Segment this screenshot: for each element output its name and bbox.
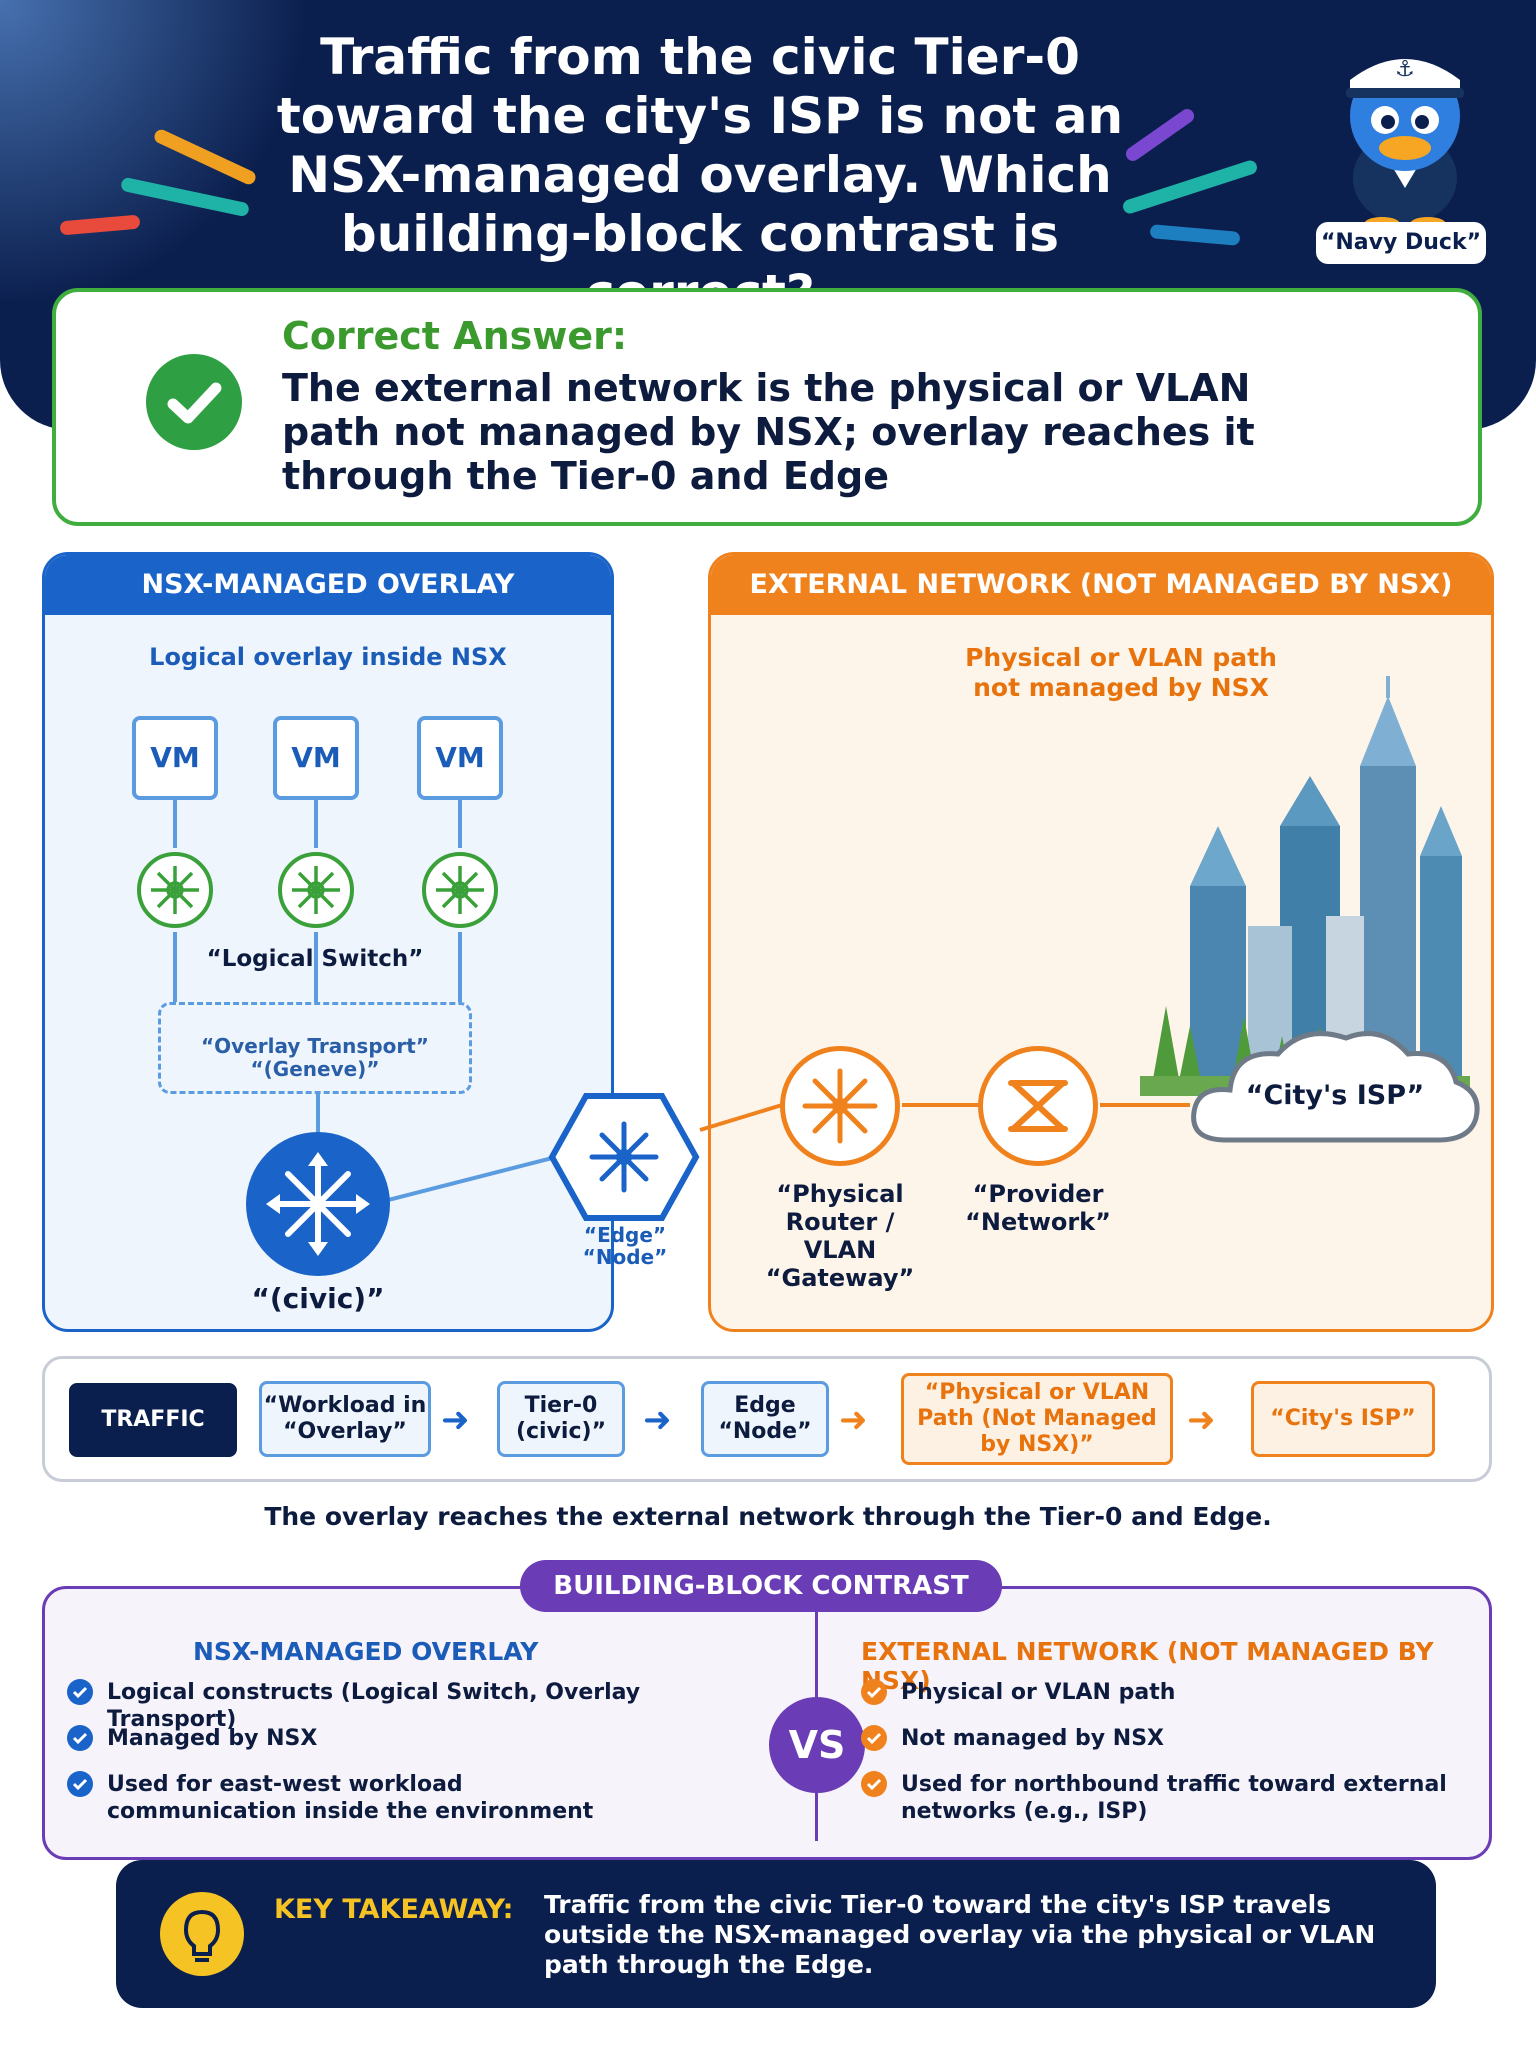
- external-panel-heading: EXTERNAL NETWORK (NOT MANAGED BY NSX): [711, 555, 1491, 615]
- arrow-right-icon: ➜: [839, 1400, 868, 1440]
- vm-box: VM: [132, 716, 218, 800]
- external-subtitle-line: Physical or VLAN path: [965, 643, 1277, 672]
- city-isp-label: “City's ISP”: [1245, 1080, 1425, 1111]
- mascot-label: “Navy Duck”: [1316, 222, 1486, 264]
- contrast-right-item: Used for northbound traffic toward exter…: [861, 1771, 1461, 1825]
- tier0-label: “(civic)”: [251, 1282, 385, 1315]
- path-step-line: “Physical or VLAN: [924, 1380, 1150, 1405]
- path-step-isp: “City's ISP”: [1251, 1381, 1435, 1457]
- path-step-tier0: Tier-0(civic)”: [497, 1381, 625, 1457]
- page-title: Traffic from the civic Tier-0 toward the…: [276, 28, 1124, 322]
- external-subtitle-line: not managed by NSX: [973, 673, 1269, 702]
- path-step-workload: “Workload in“Overlay”: [259, 1381, 431, 1457]
- overlay-panel-subtitle: Logical overlay inside NSX: [149, 643, 507, 671]
- contrast-card: VS NSX-MANAGED OVERLAY Logical construct…: [42, 1586, 1492, 1860]
- contrast-tag: BUILDING-BLOCK CONTRAST: [520, 1560, 1002, 1612]
- arrow-right-icon: ➜: [1187, 1400, 1216, 1440]
- physical-router-label-line: “Physical: [776, 1180, 904, 1208]
- key-takeaway-label: KEY TAKEAWAY:: [274, 1894, 514, 1925]
- lightbulb-icon: [160, 1892, 244, 1976]
- provider-network-label-line: “Network”: [965, 1208, 1111, 1236]
- edge-node-icon: [548, 1093, 700, 1221]
- contrast-right-item: Not managed by NSX: [861, 1725, 1461, 1752]
- contrast-right-item-text: Not managed by NSX: [901, 1726, 1165, 1751]
- path-step-line: “City's ISP”: [1270, 1406, 1416, 1431]
- switch-icon: [278, 852, 354, 928]
- switch-icon: [137, 852, 213, 928]
- check-icon: [861, 1679, 887, 1705]
- path-step-line: “Node”: [718, 1419, 812, 1444]
- answer-card: Correct Answer: The external network is …: [52, 288, 1482, 526]
- tier0-router-icon: [246, 1132, 390, 1276]
- edge-node-label-line: “Node”: [582, 1245, 668, 1269]
- check-icon: [67, 1771, 93, 1797]
- check-icon: [67, 1679, 93, 1705]
- physical-router-label-line: “Gateway”: [765, 1264, 915, 1292]
- traffic-path-bar: TRAFFIC PATH “Workload in“Overlay” ➜ Tie…: [42, 1356, 1492, 1506]
- overlay-transport-box: “Overlay Transport” “(Geneve)”: [158, 1002, 472, 1094]
- check-icon: [146, 354, 242, 450]
- physical-router-label: “Physical Router / VLAN “Gateway”: [752, 1180, 928, 1292]
- path-step-line: (civic)”: [515, 1419, 607, 1444]
- edge-node-label: “Edge” “Node”: [562, 1224, 688, 1268]
- arrow-right-icon: ➜: [643, 1400, 672, 1440]
- arrow-right-icon: ➜: [441, 1400, 470, 1440]
- contrast-left-heading: NSX-MANAGED OVERLAY: [193, 1637, 539, 1666]
- path-step-line: by NSX)”: [980, 1432, 1094, 1457]
- contrast-left-item: Logical constructs (Logical Switch, Over…: [67, 1679, 747, 1733]
- check-icon: [861, 1771, 887, 1797]
- path-step-line: “Overlay”: [283, 1419, 407, 1444]
- contrast-left-item-text: Managed by NSX: [107, 1726, 318, 1751]
- header-banner: Traffic from the civic Tier-0 toward the…: [0, 0, 1536, 430]
- path-step-line: Path (Not Managed: [917, 1406, 1157, 1431]
- answer-text: The external network is the physical or …: [282, 366, 1255, 498]
- contrast-right-item: Physical or VLAN path: [861, 1679, 1461, 1706]
- key-takeaway-text: Traffic from the civic Tier-0 toward the…: [544, 1890, 1376, 1979]
- vm-box: VM: [273, 716, 359, 800]
- traffic-path-caption: The overlay reaches the external network…: [264, 1502, 1272, 1531]
- halftone-decoration: [0, 0, 320, 300]
- path-step-line: Tier-0: [524, 1393, 598, 1418]
- switch-icon: [422, 852, 498, 928]
- path-step-line: “Workload in: [263, 1393, 427, 1418]
- check-icon: [861, 1725, 887, 1751]
- logical-switch-label: “Logical Switch”: [206, 946, 424, 972]
- contrast-left-item: Managed by NSX: [67, 1725, 747, 1752]
- router-icon: [780, 1046, 900, 1166]
- path-step-edge: Edge“Node”: [701, 1381, 829, 1457]
- overlay-panel-heading: NSX-MANAGED OVERLAY: [45, 555, 611, 615]
- svg-text:⚓: ⚓: [1395, 57, 1415, 82]
- vs-badge: VS: [769, 1697, 865, 1793]
- edge-node-label-line: “Edge”: [583, 1223, 667, 1247]
- contrast-right-item-text: Used for northbound traffic toward exter…: [901, 1772, 1447, 1824]
- path-step-line: Edge: [734, 1393, 796, 1418]
- key-takeaway-card: KEY TAKEAWAY: Traffic from the civic Tie…: [116, 1860, 1436, 2008]
- provider-network-label-line: “Provider: [972, 1180, 1104, 1208]
- overlay-transport-label: “Overlay Transport”: [201, 1034, 429, 1058]
- answer-label: Correct Answer:: [282, 314, 628, 358]
- overlay-transport-protocol: “(Geneve)”: [250, 1057, 380, 1081]
- physical-router-label-line: VLAN: [803, 1236, 877, 1264]
- provider-network-label: “Provider “Network”: [950, 1180, 1126, 1236]
- diagram-connectors: [173, 798, 1190, 1202]
- provider-network-icon: [978, 1046, 1098, 1166]
- physical-router-label-line: Router /: [785, 1208, 895, 1236]
- contrast-left-item-text: Used for east-west workload communicatio…: [107, 1772, 594, 1824]
- cloud-icon: [1191, 1031, 1480, 1143]
- contrast-left-item: Used for east-west workload communicatio…: [67, 1771, 627, 1825]
- external-panel-subtitle: Physical or VLAN path not managed by NSX: [851, 643, 1391, 703]
- contrast-right-item-text: Physical or VLAN path: [901, 1680, 1176, 1705]
- vm-box: VM: [417, 716, 503, 800]
- check-icon: [67, 1725, 93, 1751]
- traffic-path-tag: TRAFFIC PATH: [69, 1383, 237, 1506]
- contrast-left-item-text: Logical constructs (Logical Switch, Over…: [107, 1680, 641, 1732]
